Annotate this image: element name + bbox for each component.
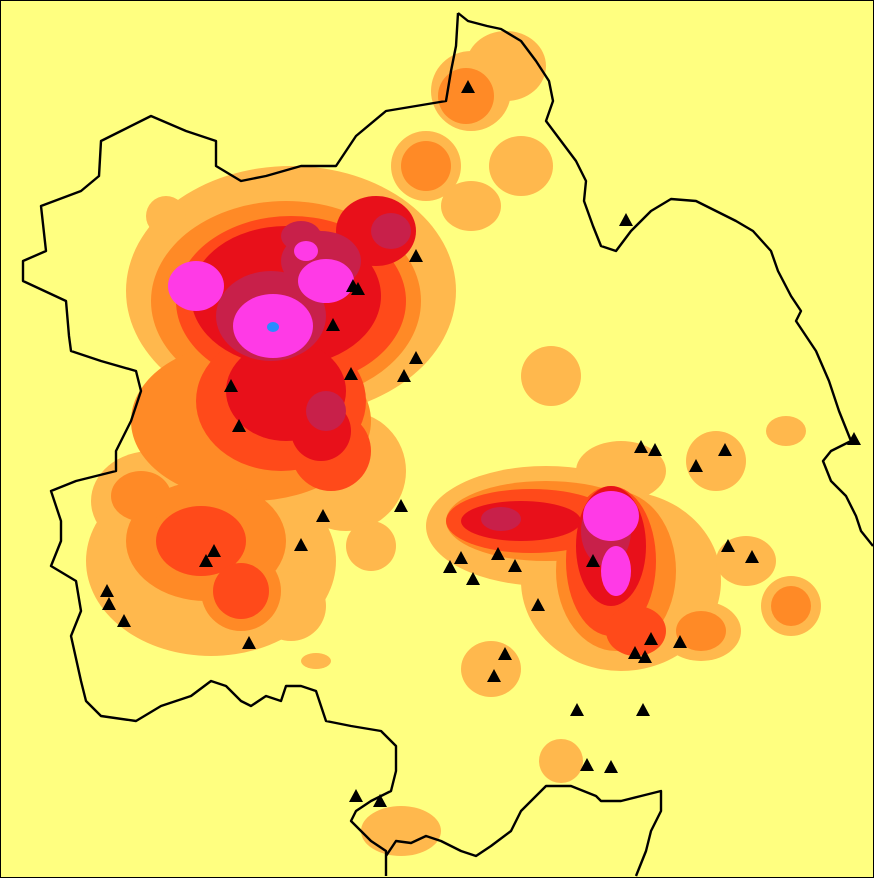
triangle-marker-icon (721, 539, 735, 552)
triangle-marker-icon (294, 538, 308, 551)
triangle-marker-icon (316, 509, 330, 522)
triangle-marker-icon (443, 560, 457, 573)
triangle-marker-icon (745, 550, 759, 563)
triangle-marker-icon (344, 367, 358, 380)
triangle-marker-icon (232, 419, 246, 432)
triangle-marker-icon (718, 443, 732, 456)
triangle-marker-icon (847, 432, 861, 445)
triangle-marker-icon (689, 459, 703, 472)
triangle-marker-icon (326, 318, 340, 331)
triangle-marker-icon (351, 282, 365, 295)
triangle-marker-icon (207, 544, 221, 557)
triangle-marker-icon (409, 249, 423, 262)
density-level-6 (168, 241, 639, 596)
county-boundary (21, 12, 873, 877)
triangle-marker-icon (673, 635, 687, 648)
triangle-marker-icon (491, 547, 505, 560)
triangle-marker-icon (397, 369, 411, 382)
triangle-marker-icon (373, 794, 387, 807)
triangle-marker-icon (242, 636, 256, 649)
triangle-marker-icon (224, 379, 238, 392)
triangle-marker-icon (636, 703, 650, 716)
triangle-marker-icon (570, 703, 584, 716)
triangle-marker-icon (466, 572, 480, 585)
triangle-marker-icon (394, 499, 408, 512)
triangle-marker-icon (498, 647, 512, 660)
triangle-marker-icon (100, 584, 114, 597)
triangle-marker-icon (117, 614, 131, 627)
triangle-marker-icon (580, 758, 594, 771)
triangle-marker-icon (648, 443, 662, 456)
triangle-marker-icon (349, 789, 363, 802)
triangle-marker-icon (628, 646, 642, 659)
triangle-marker-icon (531, 598, 545, 611)
triangle-marker-icon (638, 650, 652, 663)
marker-layer (100, 80, 861, 807)
triangle-marker-icon (454, 551, 468, 564)
triangle-marker-icon (604, 760, 618, 773)
triangle-marker-icon (619, 213, 633, 226)
triangle-marker-icon (508, 559, 522, 572)
triangle-marker-icon (199, 554, 213, 567)
triangle-marker-icon (586, 554, 600, 567)
triangle-marker-icon (102, 597, 116, 610)
triangle-marker-icon (644, 632, 658, 645)
triangle-marker-icon (487, 669, 501, 682)
triangle-marker-icon (461, 80, 475, 93)
triangle-marker-icon (634, 440, 648, 453)
triangle-marker-icon (409, 351, 423, 364)
density-level-7 (267, 322, 279, 332)
